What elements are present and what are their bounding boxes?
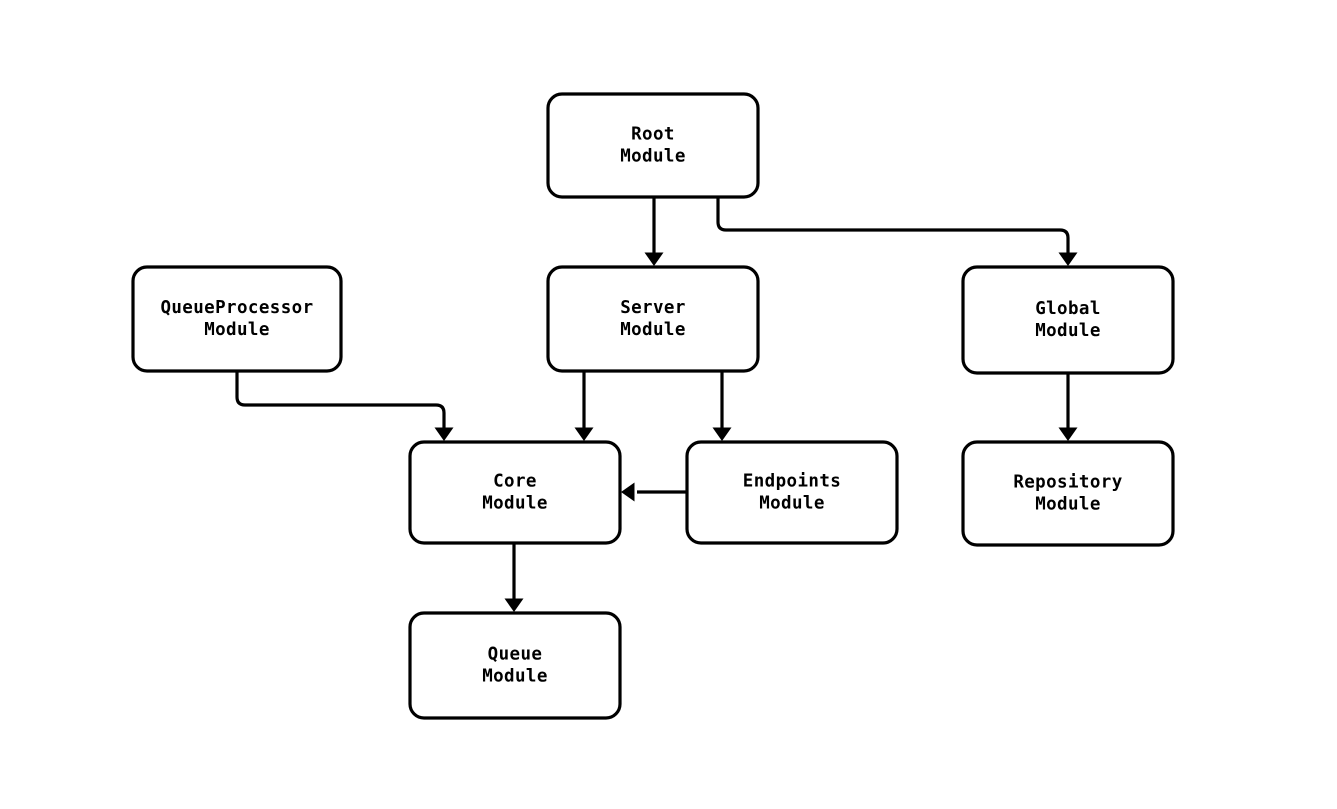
arrowhead-icon <box>504 598 524 612</box>
arrowhead-icon <box>434 427 454 441</box>
node-box[interactable] <box>408 611 622 720</box>
node-label-secondary: Module <box>620 320 686 340</box>
node-label-secondary: Module <box>1035 321 1101 341</box>
arrowhead-icon <box>712 427 732 441</box>
node-label-secondary: Module <box>620 147 686 167</box>
arrowhead-icon <box>1058 252 1078 266</box>
node-box[interactable] <box>961 265 1175 375</box>
node-label-primary: Core <box>493 472 537 492</box>
node-box[interactable] <box>408 440 622 545</box>
edge-endpoints-to-core <box>621 482 687 502</box>
edge-global-to-repository <box>1058 373 1078 441</box>
edge-root-to-global <box>716 197 1078 266</box>
edge-root-to-server <box>644 197 664 266</box>
node-label-primary: Server <box>620 298 686 318</box>
node-label-secondary: Module <box>1035 495 1101 515</box>
node-label-primary: Global <box>1035 299 1101 319</box>
nodes-layer: RootModuleQueueProcessorModuleServerModu… <box>131 92 1175 720</box>
node-label-secondary: Module <box>759 494 825 514</box>
node-label-primary: QueueProcessor <box>160 298 313 318</box>
edge-line <box>716 197 1070 253</box>
node-label-secondary: Module <box>482 494 548 514</box>
edge-line <box>235 371 446 428</box>
node-label-secondary: Module <box>482 667 548 687</box>
node-label-primary: Queue <box>488 645 543 665</box>
arrowhead-icon <box>574 427 594 441</box>
node-box[interactable] <box>961 440 1175 547</box>
arrowhead-icon <box>1058 427 1078 441</box>
node-label-primary: Repository <box>1013 473 1122 493</box>
node-label-secondary: Module <box>204 320 270 340</box>
edge-server-to-core <box>574 371 594 441</box>
node-box[interactable] <box>546 92 760 199</box>
node-label-primary: Endpoints <box>743 472 841 492</box>
node-box[interactable] <box>131 265 343 373</box>
edges-layer <box>235 197 1078 612</box>
arrowhead-icon <box>644 252 664 266</box>
edge-server-to-endpoints <box>712 371 732 441</box>
node-box[interactable] <box>546 265 760 373</box>
node-box[interactable] <box>685 440 899 545</box>
arrowhead-icon <box>621 482 635 502</box>
node-label-primary: Root <box>631 125 675 145</box>
edge-queueprocessor-to-core <box>235 371 454 441</box>
edge-core-to-queue <box>504 543 524 612</box>
